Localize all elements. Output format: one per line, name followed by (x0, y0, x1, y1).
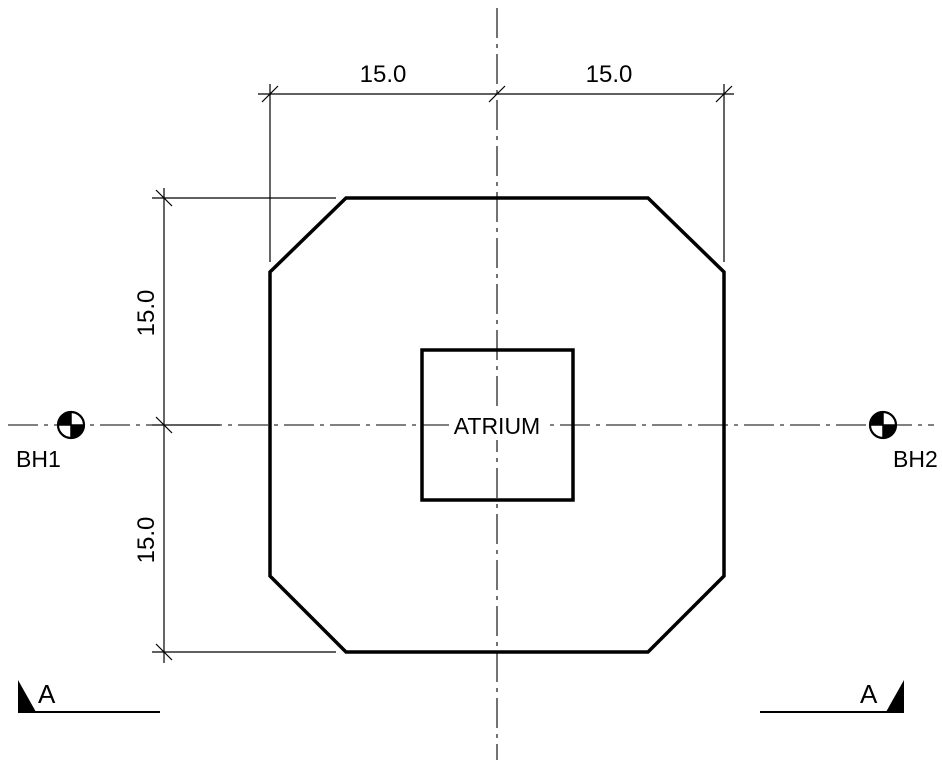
dimension-top-right: 15.0 (586, 61, 633, 88)
atrium-label: ATRIUM (454, 413, 540, 439)
dimension-left-upper: 15.0 (133, 290, 160, 337)
section-arrow-left-icon (18, 680, 36, 712)
section-marker-right: A (760, 679, 904, 713)
dimension-top-left: 15.0 (360, 61, 407, 88)
section-label-right: A (860, 679, 878, 709)
borehole-bh2-label: BH2 (893, 446, 938, 472)
section-marker-left: A (18, 679, 160, 713)
borehole-bh1-icon (56, 410, 86, 440)
atrium-label-mask (449, 412, 545, 440)
dimension-left-lower: 15.0 (133, 517, 160, 564)
borehole-bh1-label: BH1 (16, 446, 61, 472)
top-dimension: 15.0 15.0 (258, 61, 734, 262)
section-arrow-right-icon (886, 680, 904, 712)
atrium-outline (420, 348, 575, 502)
borehole-bh2-icon (868, 410, 898, 440)
building-outline (268, 196, 726, 654)
left-dimension: 15.0 15.0 (133, 188, 336, 663)
section-label-left: A (38, 679, 56, 709)
